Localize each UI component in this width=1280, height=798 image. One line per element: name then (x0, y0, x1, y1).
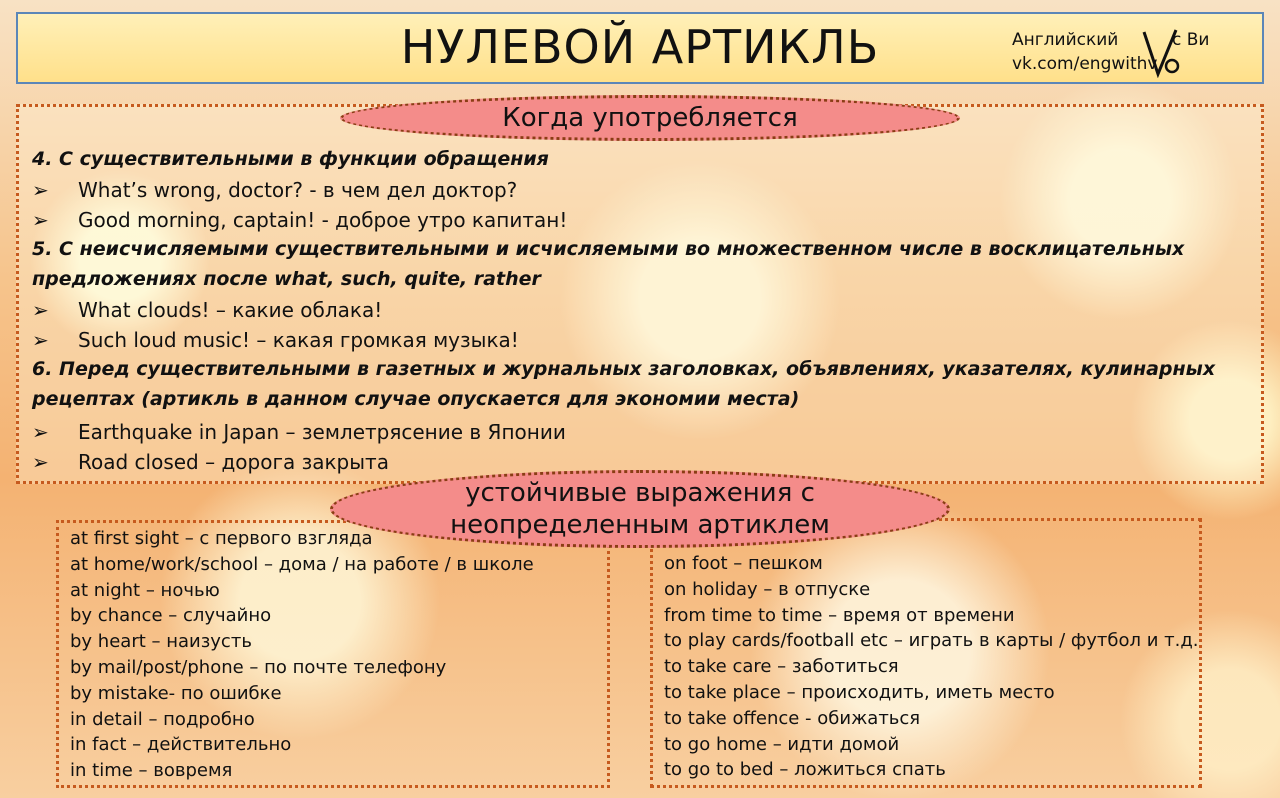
expression-item: in time – вовремя (70, 760, 233, 782)
example-text: Road closed – дорога закрыта (78, 450, 389, 474)
expression-item: from time to time – время от времени (664, 604, 1015, 626)
example-item: ➢ Good morning, captain! - доброе утро ка… (32, 208, 567, 232)
expression-item: to take place – происходить, иметь место (664, 682, 1055, 703)
expressions-label: устойчивые выражения с неопределенным ар… (330, 470, 950, 548)
rule-heading: предложениях после what, such, quite, ra… (32, 268, 541, 290)
logo-text-english: Английский (1012, 30, 1119, 50)
usage-box (16, 104, 1264, 484)
expressions-label-line2: неопределенным артиклем (450, 510, 830, 540)
rule-heading: 4. С существительными в функции обращени… (32, 148, 549, 170)
expressions-label-line1: устойчивые выражения с (465, 478, 815, 508)
example-item: ➢ Road closed – дорога закрыта (32, 450, 389, 474)
logo-text-vi: с Ви (1172, 30, 1210, 50)
example-item: ➢ What’s wrong, doctor? - в чем дел докто… (32, 178, 517, 202)
arrow-bullet-icon: ➢ (32, 298, 49, 322)
example-text: What’s wrong, doctor? - в чем дел доктор… (78, 178, 518, 202)
expression-item: to take care – заботиться (664, 656, 899, 678)
logo-check-icon (1142, 29, 1180, 78)
example-item: ➢ Earthquake in Japan – землетрясение в Я… (32, 420, 566, 444)
rule-heading: 5. С неисчисляемыми существительными и и… (32, 238, 1185, 260)
usage-label: Когда употребляется (340, 95, 960, 141)
expression-item: by mail/post/phone – по почте телефону (70, 657, 447, 678)
rule-heading: рецептах (артикль в данном случае опуска… (32, 388, 800, 410)
expression-item: to go to bed – ложиться спать (664, 759, 946, 781)
expression-item: at first sight – с первого взгляда (70, 528, 373, 549)
arrow-bullet-icon: ➢ (32, 208, 49, 232)
example-text: Earthquake in Japan – землетрясение в Яп… (78, 420, 566, 444)
example-text: Good morning, captain! - доброе утро кап… (78, 208, 568, 232)
example-item: ➢ Such loud music! – какая громкая музыка… (32, 328, 519, 352)
expression-item: on foot – пешком (664, 553, 823, 574)
rule-heading: 6. Перед существительными в газетных и ж… (32, 358, 1216, 380)
logo-url: vk.com/engwithv (1012, 54, 1158, 74)
expression-item: by heart – наизусть (70, 631, 252, 653)
expression-item: at home/work/school – дома / на работе /… (70, 553, 534, 575)
expression-item: to take offence - обижаться (664, 707, 921, 729)
page-title: НУЛЕВОЙ АРТИКЛЬ (400, 20, 880, 74)
arrow-bullet-icon: ➢ (32, 420, 49, 444)
title-banner: НУЛЕВОЙ АРТИКЛЬ Английский с Ви vk.com/e… (16, 12, 1264, 84)
logo: Английский с Ви vk.com/engwithv (1012, 28, 1242, 78)
example-text: What clouds! – какие облака! (78, 298, 383, 322)
expression-item: at night – ночью (70, 579, 220, 601)
expression-item: by chance – случайно (70, 605, 272, 627)
expression-item: on holiday – в отпуске (664, 578, 871, 600)
expression-item: in detail – подробно (70, 708, 255, 730)
arrow-bullet-icon: ➢ (32, 328, 49, 352)
arrow-bullet-icon: ➢ (32, 450, 49, 474)
expression-item: to play cards/football etc – играть в ка… (664, 630, 1199, 652)
expression-item: in fact – действительно (70, 734, 292, 756)
arrow-bullet-icon: ➢ (32, 178, 49, 202)
example-item: ➢ What clouds! – какие облака! (32, 298, 382, 322)
example-text: Such loud music! – какая громкая музыка! (78, 328, 519, 352)
expression-item: to go home – идти домой (664, 733, 900, 755)
expression-item: by mistake- по ошибке (70, 682, 282, 704)
expressions-left-box (56, 520, 610, 788)
